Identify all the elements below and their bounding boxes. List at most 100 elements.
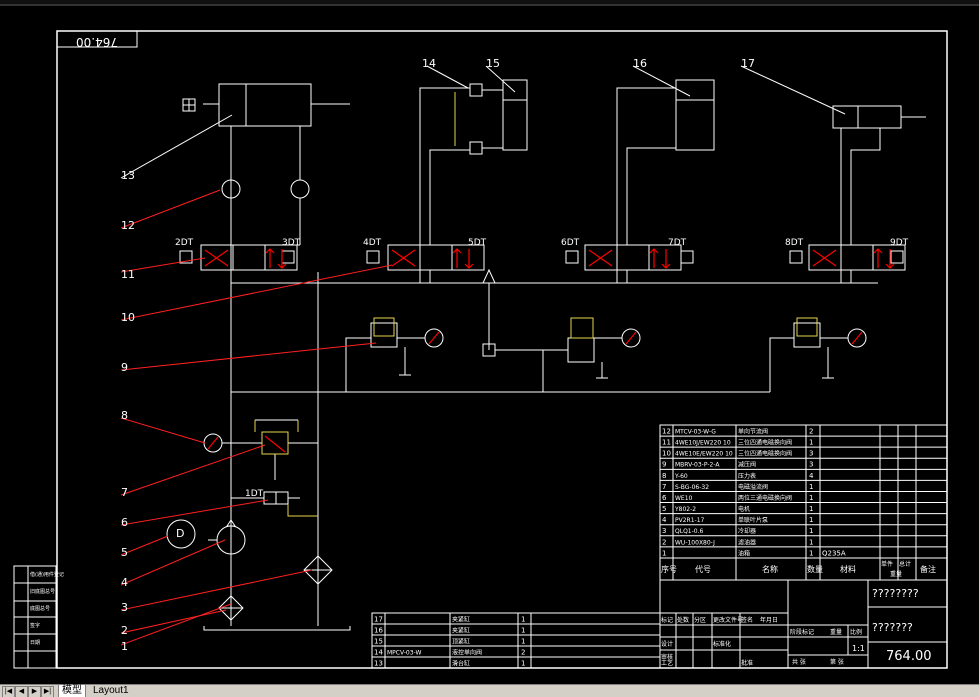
code-box [56,30,138,48]
callout-5: 5 [121,546,128,559]
pipe-network [166,79,926,631]
left-strip-label: 日期 [30,640,40,646]
tb-cell: 标准化 [713,640,731,648]
bom-row-qty: 1 [809,516,813,524]
bom-row-code: 4WE10E/EW220 10 [675,451,733,458]
bom-left-row-no: 16 [374,627,383,635]
callout-10: 10 [121,311,135,324]
solenoid-label: 5DT [468,238,487,248]
callout-2: 2 [121,624,128,637]
bom-left-row-name: 夹紧缸 [452,627,470,635]
next-tab-icon[interactable]: ▶ [28,686,41,697]
bom-row-code: WE10 [675,495,693,502]
drawing-number: 764.00 [886,649,932,664]
bom-header-code: 代号 [695,564,711,574]
solenoid-label: 6DT [561,238,580,248]
bom-row-name: 两位三通电磁换向阀 [738,494,792,502]
callout-numbers: 1 2 3 4 5 6 7 8 9 10 11 12 13 14 15 16 1… [121,57,755,653]
prev-tab-icon[interactable]: ◀ [15,686,28,697]
solenoid-label: 4DT [363,238,382,248]
bom-row-code: 4WE10J/EW220 10 [675,440,731,447]
bom-row-name: 电磁溢流阀 [738,483,768,491]
callout-3: 3 [121,601,128,614]
solenoid-label: 7DT [668,238,687,248]
callout-1: 1 [121,640,128,653]
bom-row-qty: 1 [809,494,813,502]
motor-label: D [176,527,184,540]
last-tab-icon[interactable]: ▶| [41,686,54,697]
tb-cell: 设计 [661,640,673,648]
left-strip-label: 签字 [30,622,40,629]
tb-cell: 标记 [661,616,673,624]
tb-cell: 处数 [677,616,689,624]
tb-cell: 签名 [741,616,753,624]
callout-14: 14 [422,57,436,70]
bom-left-row-name: 夹紧缸 [452,616,470,624]
bom-row-no: 9 [662,461,666,469]
bom-row-name: 三位四通电磁换向阀 [738,450,792,458]
bom-row-name: 滤油器 [738,538,756,546]
bom-row-qty: 1 [809,505,813,513]
tab-layout1[interactable]: Layout1 [93,685,129,696]
bom-left-row-no: 17 [374,616,383,624]
solenoid-label: 2DT [175,238,194,248]
drawing-title-1: ???????? [872,587,919,600]
callout-8: 8 [121,409,128,422]
bom-row-name: 电机 [738,505,750,513]
bom-row-name: 单向节流阀 [738,428,768,436]
bom-left-row-no: 13 [374,660,383,668]
title-block-labels: 标记 处数 分区 更改文件号 签名 年月日 设计 标准化 审核 工艺 批准 阶段… [661,616,862,667]
bom-left-row-qty: 1 [521,660,525,668]
bom-row-no: 4 [662,516,667,524]
solenoid-labels: 2DT 3DT 4DT 5DT 6DT 7DT 8DT 9DT 1DT D [175,238,909,540]
bom-header-weight: 重量 [890,570,902,578]
tb-cell: 共 张 [792,658,806,666]
callout-7: 7 [121,486,128,499]
bom-header-total: 总计 [899,560,911,568]
bom-row-no: 8 [662,472,666,480]
bom-row-no: 11 [662,439,671,447]
tb-cell: 年月日 [760,616,778,624]
bom-row-code: S-BG-06-32 [675,484,709,491]
bom-row-name: 三位四通电磁换向阀 [738,439,792,447]
left-strip-label: 底图总号 [30,605,50,612]
callout-leaders-white [120,65,846,179]
bom-left-row-no: 14 [374,649,383,657]
bom-row-no: 7 [662,483,666,491]
bom-left-row-qty: 2 [521,649,525,657]
callout-11: 11 [121,268,135,281]
bom-row-code: WU-100X80-J [675,539,715,546]
bom-row-no: 12 [662,428,671,436]
bom-row-code: QLQ1-0.6 [675,528,703,535]
callout-6: 6 [121,516,128,529]
bom-row-no: 3 [662,527,666,535]
solenoid-label: 9DT [890,238,909,248]
bom-left-row-code: MPCV-03-W [387,650,421,657]
bom-row-no: 2 [662,538,666,546]
bom-row-material: Q235A [822,549,846,557]
bom-row-code: PV2R1-17 [675,517,705,524]
bom-header-qty: 数量 [807,564,823,574]
tab-model[interactable]: 模型 [58,685,86,697]
bom-header-name: 名称 [762,564,778,574]
bom-right-header: 序号 代号 名称 数量 材料 单件 总计 重量 备注 [661,560,936,578]
tb-cell: 比例 [850,628,862,636]
tb-cell: 审核 [661,653,673,661]
bom-row-qty: 1 [809,483,813,491]
layout-tab-bar: |◀ ◀ ▶ ▶| 模型 Layout1 [0,684,979,697]
bom-left-row-name: 顶紧缸 [452,638,470,646]
left-strip-labels: 借(通)用件登记 旧底图总号 底图总号 签字 日期 [30,571,64,646]
callout-9: 9 [121,361,128,374]
bom-row-name: 压力表 [738,472,756,480]
bom-row-qty: 2 [809,428,813,436]
bom-row-qty: 1 [809,439,813,447]
first-tab-icon[interactable]: |◀ [2,686,15,697]
bom-left-grid [371,612,661,669]
bom-left-row-no: 15 [374,638,383,646]
bom-row-qty: 1 [809,549,813,557]
bom-left-row-name: 滑台缸 [452,660,470,668]
bom-row-no: 5 [662,505,666,513]
